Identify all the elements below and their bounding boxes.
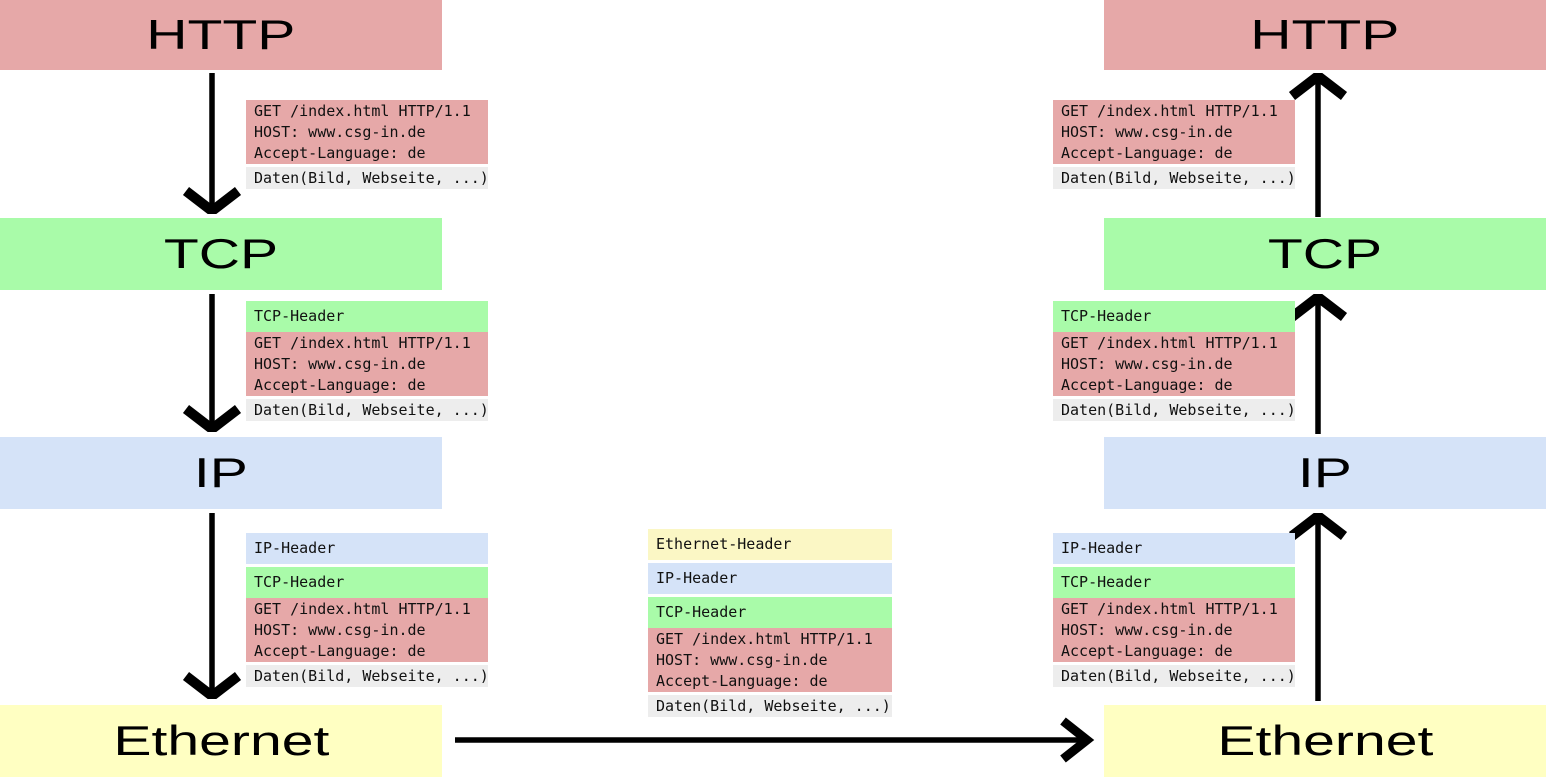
data-section: Daten(Bild, Webseite, ...)	[648, 695, 892, 717]
arrow-up-tcp-to-http	[1288, 73, 1348, 217]
section-divider	[246, 564, 488, 567]
arrow-up-ethernet-to-ip	[1288, 513, 1348, 701]
data-section: Daten(Bild, Webseite, ...)	[1053, 167, 1295, 189]
http-request-line: GET /index.html HTTP/1.1	[656, 630, 873, 648]
sender-layer-http-label: HTTP	[146, 11, 296, 58]
http-request-section: GET /index.html HTTP/1.1 HOST: www.csg-i…	[648, 628, 892, 692]
receiver-layer-ip: IP	[1104, 437, 1546, 509]
packet-ip-packet-sender: IP-Header TCP-Header GET /index.html HTT…	[246, 533, 488, 687]
tcp-header-section: TCP-Header	[246, 301, 488, 332]
http-request-line: Accept-Language: de	[1061, 144, 1233, 162]
receiver-layer-ethernet: Ethernet	[1104, 705, 1546, 777]
http-request-line: GET /index.html HTTP/1.1	[1061, 102, 1278, 120]
sender-layer-tcp: TCP	[0, 218, 442, 290]
ip-header-section: IP-Header	[648, 563, 892, 594]
packet-http-request-sender: GET /index.html HTTP/1.1 HOST: www.csg-i…	[246, 100, 488, 189]
http-request-line: HOST: www.csg-in.de	[254, 355, 426, 373]
http-request-line: Accept-Language: de	[1061, 376, 1233, 394]
http-request-section: GET /index.html HTTP/1.1 HOST: www.csg-i…	[1053, 332, 1295, 396]
http-request-line: GET /index.html HTTP/1.1	[254, 334, 471, 352]
sender-layer-ethernet: Ethernet	[0, 705, 442, 777]
http-request-line: HOST: www.csg-in.de	[254, 123, 426, 141]
ip-header-section: IP-Header	[246, 533, 488, 564]
http-request-line: Accept-Language: de	[254, 376, 426, 394]
receiver-layer-ethernet-label: Ethernet	[1217, 717, 1433, 764]
sender-layer-ethernet-label: Ethernet	[113, 717, 329, 764]
tcp-header-section: TCP-Header	[246, 567, 488, 598]
http-request-line: GET /index.html HTTP/1.1	[254, 102, 471, 120]
http-request-line: Accept-Language: de	[656, 672, 828, 690]
section-divider	[246, 396, 488, 399]
data-section: Daten(Bild, Webseite, ...)	[1053, 399, 1295, 421]
sender-layer-http: HTTP	[0, 0, 442, 70]
http-request-line: GET /index.html HTTP/1.1	[1061, 334, 1278, 352]
http-request-line: Accept-Language: de	[254, 144, 426, 162]
http-request-line: Accept-Language: de	[1061, 642, 1233, 660]
sender-layer-ip: IP	[0, 437, 442, 509]
section-divider	[1053, 662, 1295, 665]
ip-header-section: IP-Header	[1053, 533, 1295, 564]
data-section: Daten(Bild, Webseite, ...)	[246, 167, 488, 189]
tcp-header-section: TCP-Header	[648, 597, 892, 628]
sender-layer-tcp-label: TCP	[163, 230, 279, 277]
receiver-layer-ip-label: IP	[1298, 449, 1352, 496]
http-request-line: GET /index.html HTTP/1.1	[1061, 600, 1278, 618]
sender-layer-ip-label: IP	[194, 449, 248, 496]
section-divider	[648, 594, 892, 597]
arrow-down-http-to-tcp	[182, 73, 242, 214]
section-divider	[648, 692, 892, 695]
http-request-section: GET /index.html HTTP/1.1 HOST: www.csg-i…	[246, 332, 488, 396]
http-request-section: GET /index.html HTTP/1.1 HOST: www.csg-i…	[246, 598, 488, 662]
section-divider	[246, 164, 488, 167]
receiver-layer-http-label: HTTP	[1250, 11, 1400, 58]
arrow-up-ip-to-tcp	[1288, 294, 1348, 434]
packet-ip-packet-receiver: IP-Header TCP-Header GET /index.html HTT…	[1053, 533, 1295, 687]
packet-ethernet-frame: Ethernet-Header IP-Header TCP-Header GET…	[648, 529, 892, 717]
receiver-layer-http: HTTP	[1104, 0, 1546, 70]
http-request-line: HOST: www.csg-in.de	[254, 621, 426, 639]
http-request-line: HOST: www.csg-in.de	[1061, 355, 1233, 373]
http-request-line: HOST: www.csg-in.de	[1061, 123, 1233, 141]
section-divider	[1053, 164, 1295, 167]
arrow-down-ip-to-ethernet	[182, 513, 242, 699]
data-section: Daten(Bild, Webseite, ...)	[246, 665, 488, 687]
section-divider	[1053, 564, 1295, 567]
data-section: Daten(Bild, Webseite, ...)	[246, 399, 488, 421]
arrow-down-tcp-to-ip	[182, 294, 242, 432]
receiver-layer-tcp-label: TCP	[1267, 230, 1383, 277]
http-request-line: HOST: www.csg-in.de	[656, 651, 828, 669]
section-divider	[1053, 396, 1295, 399]
packet-tcp-segment-sender: TCP-Header GET /index.html HTTP/1.1 HOST…	[246, 301, 488, 421]
http-request-section: GET /index.html HTTP/1.1 HOST: www.csg-i…	[246, 100, 488, 164]
tcp-header-section: TCP-Header	[1053, 567, 1295, 598]
tcp-header-section: TCP-Header	[1053, 301, 1295, 332]
section-divider	[648, 560, 892, 563]
packet-http-request-receiver: GET /index.html HTTP/1.1 HOST: www.csg-i…	[1053, 100, 1295, 189]
http-request-section: GET /index.html HTTP/1.1 HOST: www.csg-i…	[1053, 598, 1295, 662]
data-section: Daten(Bild, Webseite, ...)	[1053, 665, 1295, 687]
http-request-line: HOST: www.csg-in.de	[1061, 621, 1233, 639]
ethernet-header-section: Ethernet-Header	[648, 529, 892, 560]
http-request-section: GET /index.html HTTP/1.1 HOST: www.csg-i…	[1053, 100, 1295, 164]
packet-tcp-segment-receiver: TCP-Header GET /index.html HTTP/1.1 HOST…	[1053, 301, 1295, 421]
http-request-line: GET /index.html HTTP/1.1	[254, 600, 471, 618]
receiver-layer-tcp: TCP	[1104, 218, 1546, 290]
http-request-line: Accept-Language: de	[254, 642, 426, 660]
arrow-right-ethernet-transmission	[455, 717, 1095, 763]
section-divider	[246, 662, 488, 665]
